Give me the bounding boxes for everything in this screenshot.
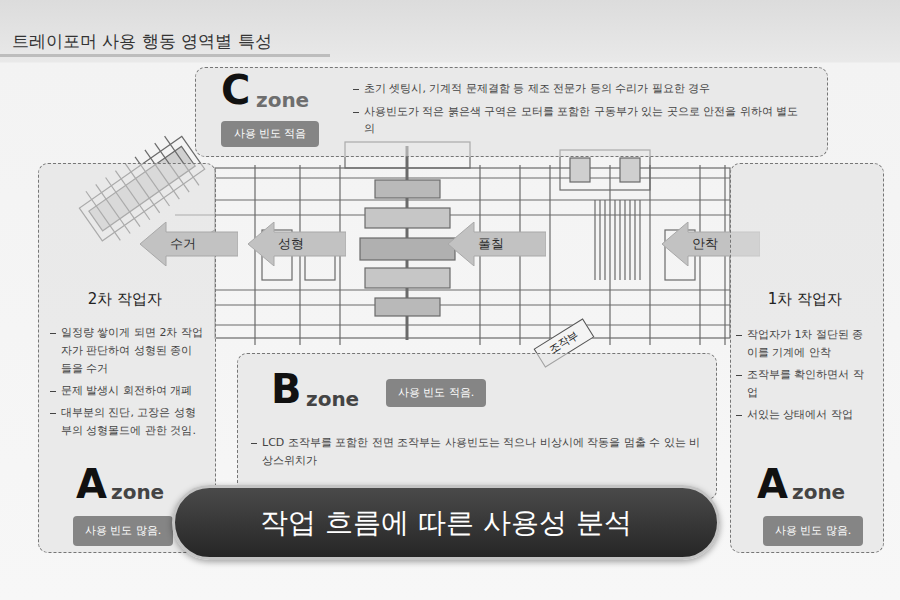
zone-c-region: Czone 초기 셋팅시, 기계적 문제결함 등 제조 전문가 등의 수리가 필요… (195, 67, 828, 157)
frequency-badge: 사용 빈도 많음. (763, 516, 863, 546)
arrow-label: 수거 (170, 236, 196, 252)
frequency-badge: 사용 빈도 적음. (386, 379, 486, 407)
zone-b-region: BzoneLCD 조작부를 포함한 전면 조작부는 사용빈도는 적으나 비상시에… (237, 353, 717, 500)
bullet-text: 대부분의 진단, 고장은 성형부의 성형몰드에 관한 것임. (61, 404, 203, 440)
zone-word: zone (306, 389, 359, 409)
zone-letter: A (757, 464, 788, 504)
flow-arrow: 풀칠 (448, 222, 546, 266)
frequency-badge: 사용 빈도 적음 (221, 121, 319, 147)
bullet-dash (736, 415, 742, 416)
zone-word: zone (111, 482, 164, 502)
bullet-dash (736, 335, 742, 336)
zone-letter: A (76, 464, 107, 504)
bullet-text: 조작부를 확인하면서 작업 (747, 366, 871, 402)
bullet-text: 사용빈도가 적은 붉은색 구역은 모터를 포함한 구동부가 있는 곳으로 안전을… (364, 103, 804, 137)
bullet-dash (50, 391, 56, 392)
zone-letter: B (271, 369, 302, 409)
worker-heading: 2차 작업자 (39, 289, 211, 309)
bullet-text: 작업자가 1차 절단된 종이를 기계에 안착 (747, 326, 871, 362)
bullet-text: LCD 조작부를 포함한 전면 조작부는 사용빈도는 적으나 비상시에 작동을 … (262, 434, 702, 470)
bullet-text: 일정량 쌓이게 되면 2차 작업자가 판단하여 성형된 종이들을 수거 (61, 324, 203, 378)
bullet-dash (736, 375, 742, 376)
bullet-dash (353, 89, 359, 90)
badge-text: 사용 빈도 많음. (771, 524, 856, 538)
zone-word: zone (792, 482, 845, 502)
worker-heading: 1차 작업자 (731, 289, 879, 309)
badge-text: 사용 빈도 많음. (81, 524, 166, 538)
flow-arrow: 수거 (140, 222, 238, 266)
zone-word: zone (256, 90, 309, 110)
zone-letter: C (221, 70, 250, 110)
arrow-label: 풀칠 (478, 236, 504, 252)
caption-banner: 작업 흐름에 따른 사용성 분석 (172, 485, 720, 560)
flow-arrow: 성형 (248, 222, 346, 266)
badge-text: 사용 빈도 적음 (230, 127, 311, 141)
arrow-label: 성형 (278, 236, 304, 252)
page-title: 트레이포머 사용 행동 영역별 특성 (12, 30, 272, 53)
zone-a-right-region: 1차 작업자작업자가 1차 절단된 종이를 기계에 안착조작부를 확인하면서 작… (730, 163, 884, 553)
arrow-polygon (448, 222, 546, 266)
bullet-dash (50, 413, 56, 414)
arrow-polygon (140, 222, 238, 266)
bullet-text: 서있는 상태에서 작업 (747, 406, 871, 424)
bullet-dash (251, 443, 257, 444)
bullet-dash (353, 112, 359, 113)
bullet-text: 초기 셋팅시, 기계적 문제결함 등 제조 전문가 등의 수리가 필요한 경우 (364, 80, 804, 97)
bullet-text: 문제 발생시 회전하여 개폐 (61, 382, 203, 400)
banner-text: 작업 흐름에 따른 사용성 분석 (260, 505, 632, 540)
arrow-polygon (248, 222, 346, 266)
arrow-label: 안착 (692, 236, 718, 252)
bullet-dash (50, 333, 56, 334)
frequency-badge: 사용 빈도 많음. (73, 516, 173, 546)
badge-text: 사용 빈도 적음. (394, 386, 479, 400)
